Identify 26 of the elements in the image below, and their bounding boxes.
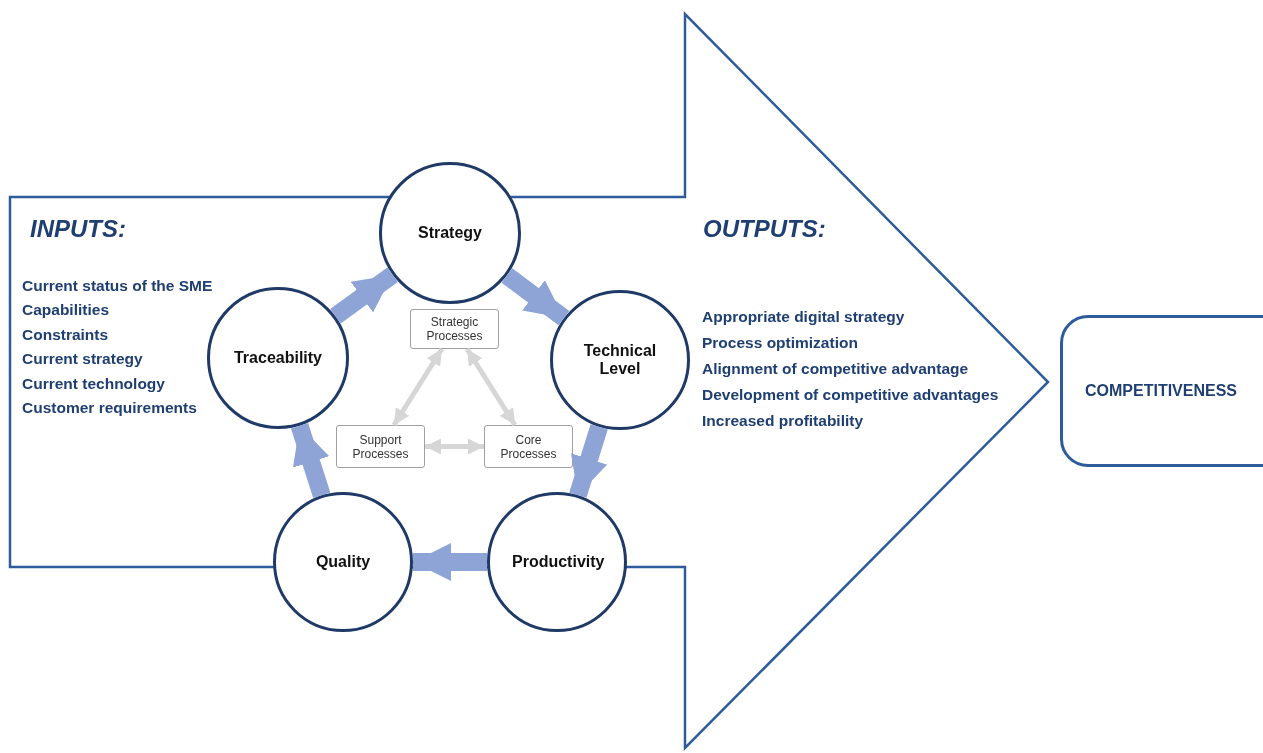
list-item: Current strategy bbox=[22, 350, 143, 369]
list-item: Appropriate digital strategy bbox=[702, 308, 905, 326]
result-box: COMPETITIVENESS bbox=[1060, 315, 1263, 467]
list-item: Customer requirements bbox=[22, 399, 197, 417]
list-item: Current technology bbox=[22, 374, 165, 393]
block-arrow bbox=[569, 424, 608, 498]
block-arrow bbox=[413, 543, 487, 581]
process-box: Support Processes bbox=[336, 425, 425, 468]
double-arrow bbox=[465, 347, 518, 427]
process-box: Core Processes bbox=[484, 425, 573, 468]
circle-node: Productivity bbox=[487, 492, 627, 632]
circle-node: Quality bbox=[273, 492, 413, 632]
list-item: Capabilities bbox=[22, 301, 109, 320]
process-box: Strategic Processes bbox=[410, 309, 499, 349]
block-arrow bbox=[501, 268, 570, 326]
block-arrow bbox=[290, 422, 331, 499]
block-arrow bbox=[330, 267, 398, 324]
list-item: Process optimization bbox=[702, 334, 858, 352]
list-item: Constraints bbox=[22, 325, 109, 344]
section-heading: INPUTS: bbox=[30, 215, 126, 243]
list-item: Development of competitive advantages bbox=[702, 386, 999, 404]
section-heading: OUTPUTS: bbox=[703, 215, 826, 243]
double-arrow bbox=[425, 438, 484, 455]
double-arrow bbox=[391, 347, 444, 427]
list-item: Alignment of competitive advantage bbox=[702, 360, 969, 378]
list-item: Increased profitability bbox=[702, 412, 864, 430]
